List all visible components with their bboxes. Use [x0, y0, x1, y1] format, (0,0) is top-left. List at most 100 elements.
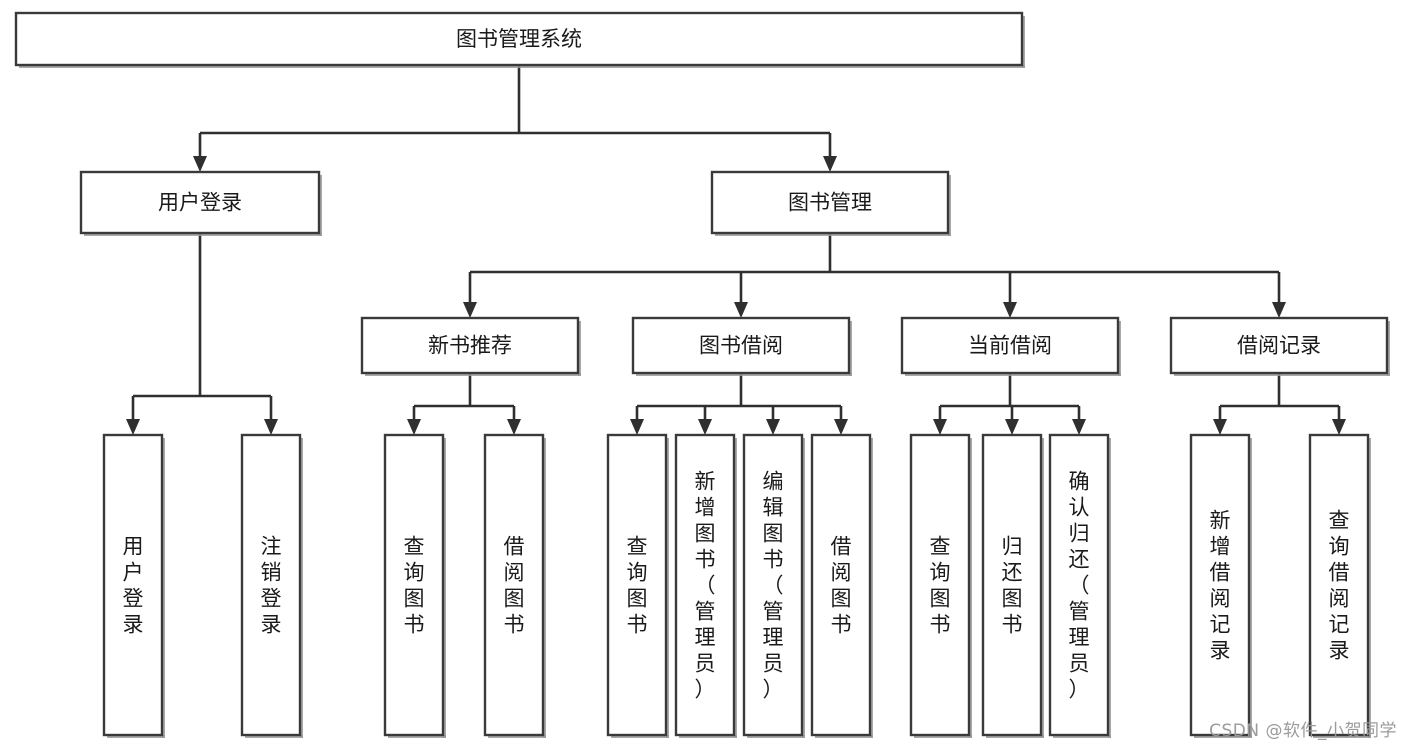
- node-shadow: [969, 438, 972, 738]
- arrow-head-icon: [193, 156, 207, 172]
- node-leaf-user-logout[interactable]: 注销登录: [240, 433, 303, 738]
- node-leaf-borrow-lend[interactable]: 借阅图书: [810, 433, 873, 738]
- node-record[interactable]: 借阅记录: [1169, 316, 1390, 376]
- node-label: 确认归还（管理员）: [1069, 469, 1090, 701]
- arrow-head-icon: [507, 419, 521, 435]
- node-leaf-current-return[interactable]: 归还图书: [981, 433, 1044, 738]
- node-label: 查询借阅记录: [1329, 508, 1350, 662]
- edge-group-record: [1213, 373, 1346, 435]
- node-shadow: [488, 735, 546, 738]
- node-shadow: [1194, 735, 1252, 738]
- node-shadow: [1249, 438, 1252, 738]
- node-rect[interactable]: [1189, 433, 1251, 737]
- arrow-head-icon: [823, 156, 837, 172]
- node-shadow: [849, 321, 852, 376]
- arrow-head-icon: [264, 419, 278, 435]
- node-rect[interactable]: [606, 433, 668, 737]
- arrow-head-icon: [1072, 419, 1086, 435]
- arrow-head-icon: [1005, 419, 1019, 435]
- node-label: 查询图书: [404, 534, 425, 636]
- node-rect[interactable]: [631, 316, 851, 375]
- node-rect[interactable]: [1169, 316, 1389, 375]
- node-label: 新书推荐: [428, 334, 512, 358]
- node-rect[interactable]: [102, 433, 164, 737]
- arrow-head-icon: [698, 419, 712, 435]
- node-leaf-user-login[interactable]: 用户登录: [102, 433, 165, 738]
- node-shadow: [636, 373, 852, 376]
- node-shadow: [611, 735, 669, 738]
- arrow-head-icon: [630, 419, 644, 435]
- node-rect[interactable]: [981, 433, 1043, 737]
- edge-group-newbook: [407, 373, 521, 435]
- node-rect[interactable]: [710, 170, 950, 235]
- node-leaf-borrow-add[interactable]: 新增图书（管理员）: [674, 433, 737, 738]
- csdn-watermark: CSDN @软件_小贺同学: [1209, 721, 1397, 741]
- node-rect[interactable]: [79, 170, 321, 235]
- node-shadow: [1368, 438, 1371, 738]
- node-shadow: [107, 735, 165, 738]
- node-shadow: [19, 65, 1025, 68]
- node-leaf-borrow-query[interactable]: 查询图书: [606, 433, 669, 738]
- node-shadow: [319, 175, 322, 236]
- node-shadow: [1174, 373, 1390, 376]
- edge-group-login: [126, 233, 278, 435]
- node-rect[interactable]: [240, 433, 302, 737]
- arrow-head-icon: [126, 419, 140, 435]
- node-leaf-borrow-edit[interactable]: 编辑图书（管理员）: [742, 433, 805, 738]
- node-shadow: [679, 735, 737, 738]
- node-leaf-record-add[interactable]: 新增借阅记录: [1189, 433, 1252, 738]
- node-rect[interactable]: [742, 433, 804, 737]
- node-shadow: [84, 233, 322, 236]
- node-shadow: [802, 438, 805, 738]
- node-shadow: [388, 735, 446, 738]
- node-shadow: [986, 735, 1044, 738]
- node-leaf-current-confirm[interactable]: 确认归还（管理员）: [1048, 433, 1111, 738]
- node-current[interactable]: 当前借阅: [900, 316, 1121, 376]
- node-root[interactable]: 图书管理系统: [14, 11, 1025, 68]
- node-shadow: [543, 438, 546, 738]
- node-borrow[interactable]: 图书借阅: [631, 316, 852, 376]
- node-label: 图书管理: [788, 191, 872, 215]
- node-shadow: [300, 438, 303, 738]
- edge-group-bookmgmt: [463, 233, 1286, 318]
- node-leaf-newbook-borrow[interactable]: 借阅图书: [483, 433, 546, 738]
- node-shadow: [914, 735, 972, 738]
- arrow-head-icon: [1272, 302, 1286, 318]
- node-login[interactable]: 用户登录: [79, 170, 322, 236]
- node-rect[interactable]: [909, 433, 971, 737]
- node-label: 查询图书: [930, 534, 951, 636]
- node-rect[interactable]: [1048, 433, 1110, 737]
- node-shadow: [948, 175, 951, 236]
- node-rect[interactable]: [674, 433, 736, 737]
- node-shadow: [1108, 438, 1111, 738]
- node-leaf-record-query[interactable]: 查询借阅记录: [1308, 433, 1371, 738]
- node-rect[interactable]: [383, 433, 445, 737]
- node-leaf-newbook-query[interactable]: 查询图书: [383, 433, 446, 738]
- node-shadow: [815, 735, 873, 738]
- node-rect[interactable]: [483, 433, 545, 737]
- node-newbook[interactable]: 新书推荐: [360, 316, 581, 376]
- node-rect[interactable]: [360, 316, 580, 375]
- node-label: 查询图书: [627, 534, 648, 636]
- node-shadow: [1313, 735, 1371, 738]
- edge-group-current: [933, 373, 1086, 435]
- node-leaf-current-query[interactable]: 查询图书: [909, 433, 972, 738]
- node-shadow: [870, 438, 873, 738]
- arrow-head-icon: [1332, 419, 1346, 435]
- node-shadow: [666, 438, 669, 738]
- node-label: 借阅图书: [504, 534, 525, 636]
- arrow-head-icon: [463, 302, 477, 318]
- node-label: 新增借阅记录: [1210, 508, 1231, 662]
- node-shadow: [245, 735, 303, 738]
- node-rect[interactable]: [900, 316, 1120, 375]
- arrow-head-icon: [1213, 419, 1227, 435]
- node-rect[interactable]: [1308, 433, 1370, 737]
- node-label: 编辑图书（管理员）: [763, 469, 784, 701]
- node-bookmgmt[interactable]: 图书管理: [710, 170, 951, 236]
- node-rect[interactable]: [810, 433, 872, 737]
- node-rect[interactable]: [14, 11, 1024, 67]
- node-label: 用户登录: [158, 191, 242, 215]
- nodes-layer: 图书管理系统用户登录图书管理新书推荐图书借阅当前借阅借阅记录用户登录注销登录查询…: [14, 11, 1390, 738]
- node-shadow: [1053, 735, 1111, 738]
